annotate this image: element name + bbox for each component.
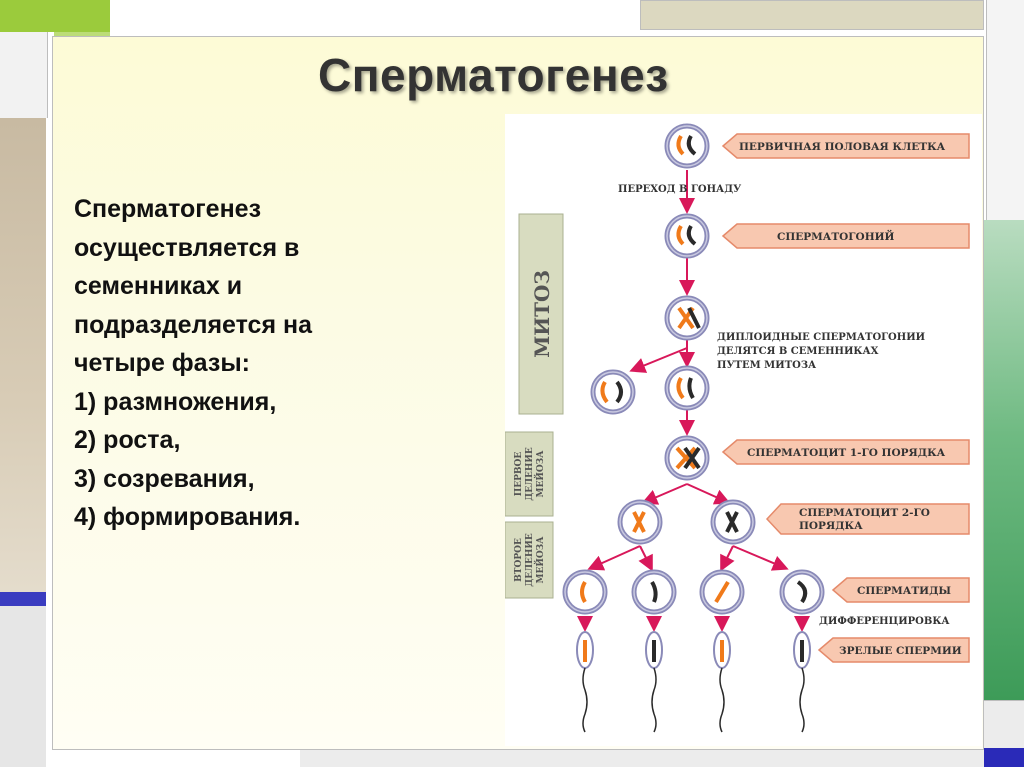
page-title: Сперматогенез	[318, 49, 669, 101]
label-spermatogonium: СПЕРМАТОГОНИЙ	[777, 228, 895, 243]
diploid-spermatogonium-cell	[667, 298, 707, 338]
label-boxes	[721, 133, 970, 663]
body-line: 3) созревания,	[74, 464, 255, 493]
first-division-side-box	[505, 431, 554, 517]
label-spermatocyte2-line1: СПЕРМАТОЦИТ 2-ГО	[799, 507, 930, 519]
body-line: 4) формирования.	[74, 503, 301, 531]
second-division-side-box	[505, 521, 554, 599]
primary-cell	[667, 126, 707, 166]
mature-sperm-1	[576, 631, 594, 733]
decor-khaki-block	[640, 0, 984, 30]
decor-dark-green-bar	[984, 220, 1024, 700]
mature-sperm-2	[645, 631, 663, 733]
label-diploid-line3: ПУТЕМ МИТОЗА	[717, 360, 817, 371]
mitosis-side-label: МИТОЗ	[530, 270, 554, 358]
decor-right-gray	[986, 0, 1024, 220]
label-differentiation: ДИФФЕРЕНЦИРОВКА	[819, 616, 950, 627]
mitosis-side-box	[518, 213, 564, 415]
second-division-label-line3: МЕЙОЗА	[533, 536, 546, 584]
label-diploid-line2: ДЕЛЯТСЯ В СЕМЕННИКАХ	[717, 346, 879, 357]
label-primary-cell: ПЕРВИЧНАЯ ПОЛОВАЯ КЛЕТКА	[739, 141, 946, 153]
spermatid-cell-2	[634, 572, 674, 612]
decor-tan-bar	[0, 118, 46, 592]
body-line: семенниках и	[74, 272, 243, 300]
spermatocyte2-cell-right	[713, 502, 753, 542]
label-spermatocyte2-line2: ПОРЯДКА	[799, 520, 863, 532]
decor-bottom-blue	[984, 748, 1024, 767]
spermatocyte1-cell	[667, 438, 707, 478]
label-diploid-line1: ДИПЛОИДНЫЕ СПЕРМАТОГОНИИ	[717, 332, 925, 343]
label-spermatocyte1: СПЕРМАТОЦИТ 1-ГО ПОРЯДКА	[747, 447, 946, 459]
spermatogenesis-diagram: МИТОЗ ПЕРВОЕ ДЕЛЕНИЕ МЕЙОЗА ВТОРОЕ ДЕЛЕН…	[505, 114, 982, 746]
body-text: Сперматогенез осуществляется в семенника…	[74, 190, 494, 537]
body-line: подразделяется на	[74, 310, 312, 339]
body-line: четыре фазы:	[74, 349, 250, 377]
diagram-svg: МИТОЗ ПЕРВОЕ ДЕЛЕНИЕ МЕЙОЗА ВТОРОЕ ДЕЛЕН…	[505, 114, 970, 733]
label-mature-sperm: ЗРЕЛЫЕ СПЕРМИИ	[839, 645, 962, 657]
spermatid-cell-3	[702, 572, 742, 612]
flow-arrows	[577, 170, 810, 632]
mature-sperm-3	[713, 631, 731, 733]
mature-sperm-4	[793, 631, 811, 733]
spermatid-cell-1	[565, 572, 605, 612]
mitosis-daughter-cell-right	[667, 368, 707, 408]
body-line: 1) размножения,	[74, 387, 277, 416]
first-division-label-line3: МЕЙОЗА	[533, 450, 546, 498]
mitosis-daughter-cell-left	[593, 372, 633, 412]
label-spermatids: СПЕРМАТИДЫ	[857, 585, 951, 597]
second-division-label-line1: ВТОРОЕ	[514, 538, 524, 582]
decor-green-block	[0, 0, 110, 32]
decor-gray-block	[0, 32, 48, 118]
label-transition: ПЕРЕХОД В ГОНАДУ	[618, 184, 741, 195]
body-line: 2) роста,	[74, 426, 181, 454]
second-division-label-line2: ДЕЛЕНИЕ	[525, 533, 535, 587]
spermatid-cell-4	[782, 572, 822, 612]
body-line: Сперматогенез	[74, 195, 261, 223]
spermatogonium-cell	[667, 216, 707, 256]
decor-blue-bar	[0, 592, 46, 606]
spermatocyte2-cell-left	[620, 502, 660, 542]
first-division-label-line1: ПЕРВОЕ	[514, 452, 524, 497]
body-line: осуществляется в	[74, 233, 300, 262]
decor-light-bar	[0, 606, 46, 767]
first-division-label-line2: ДЕЛЕНИЕ	[525, 447, 535, 501]
